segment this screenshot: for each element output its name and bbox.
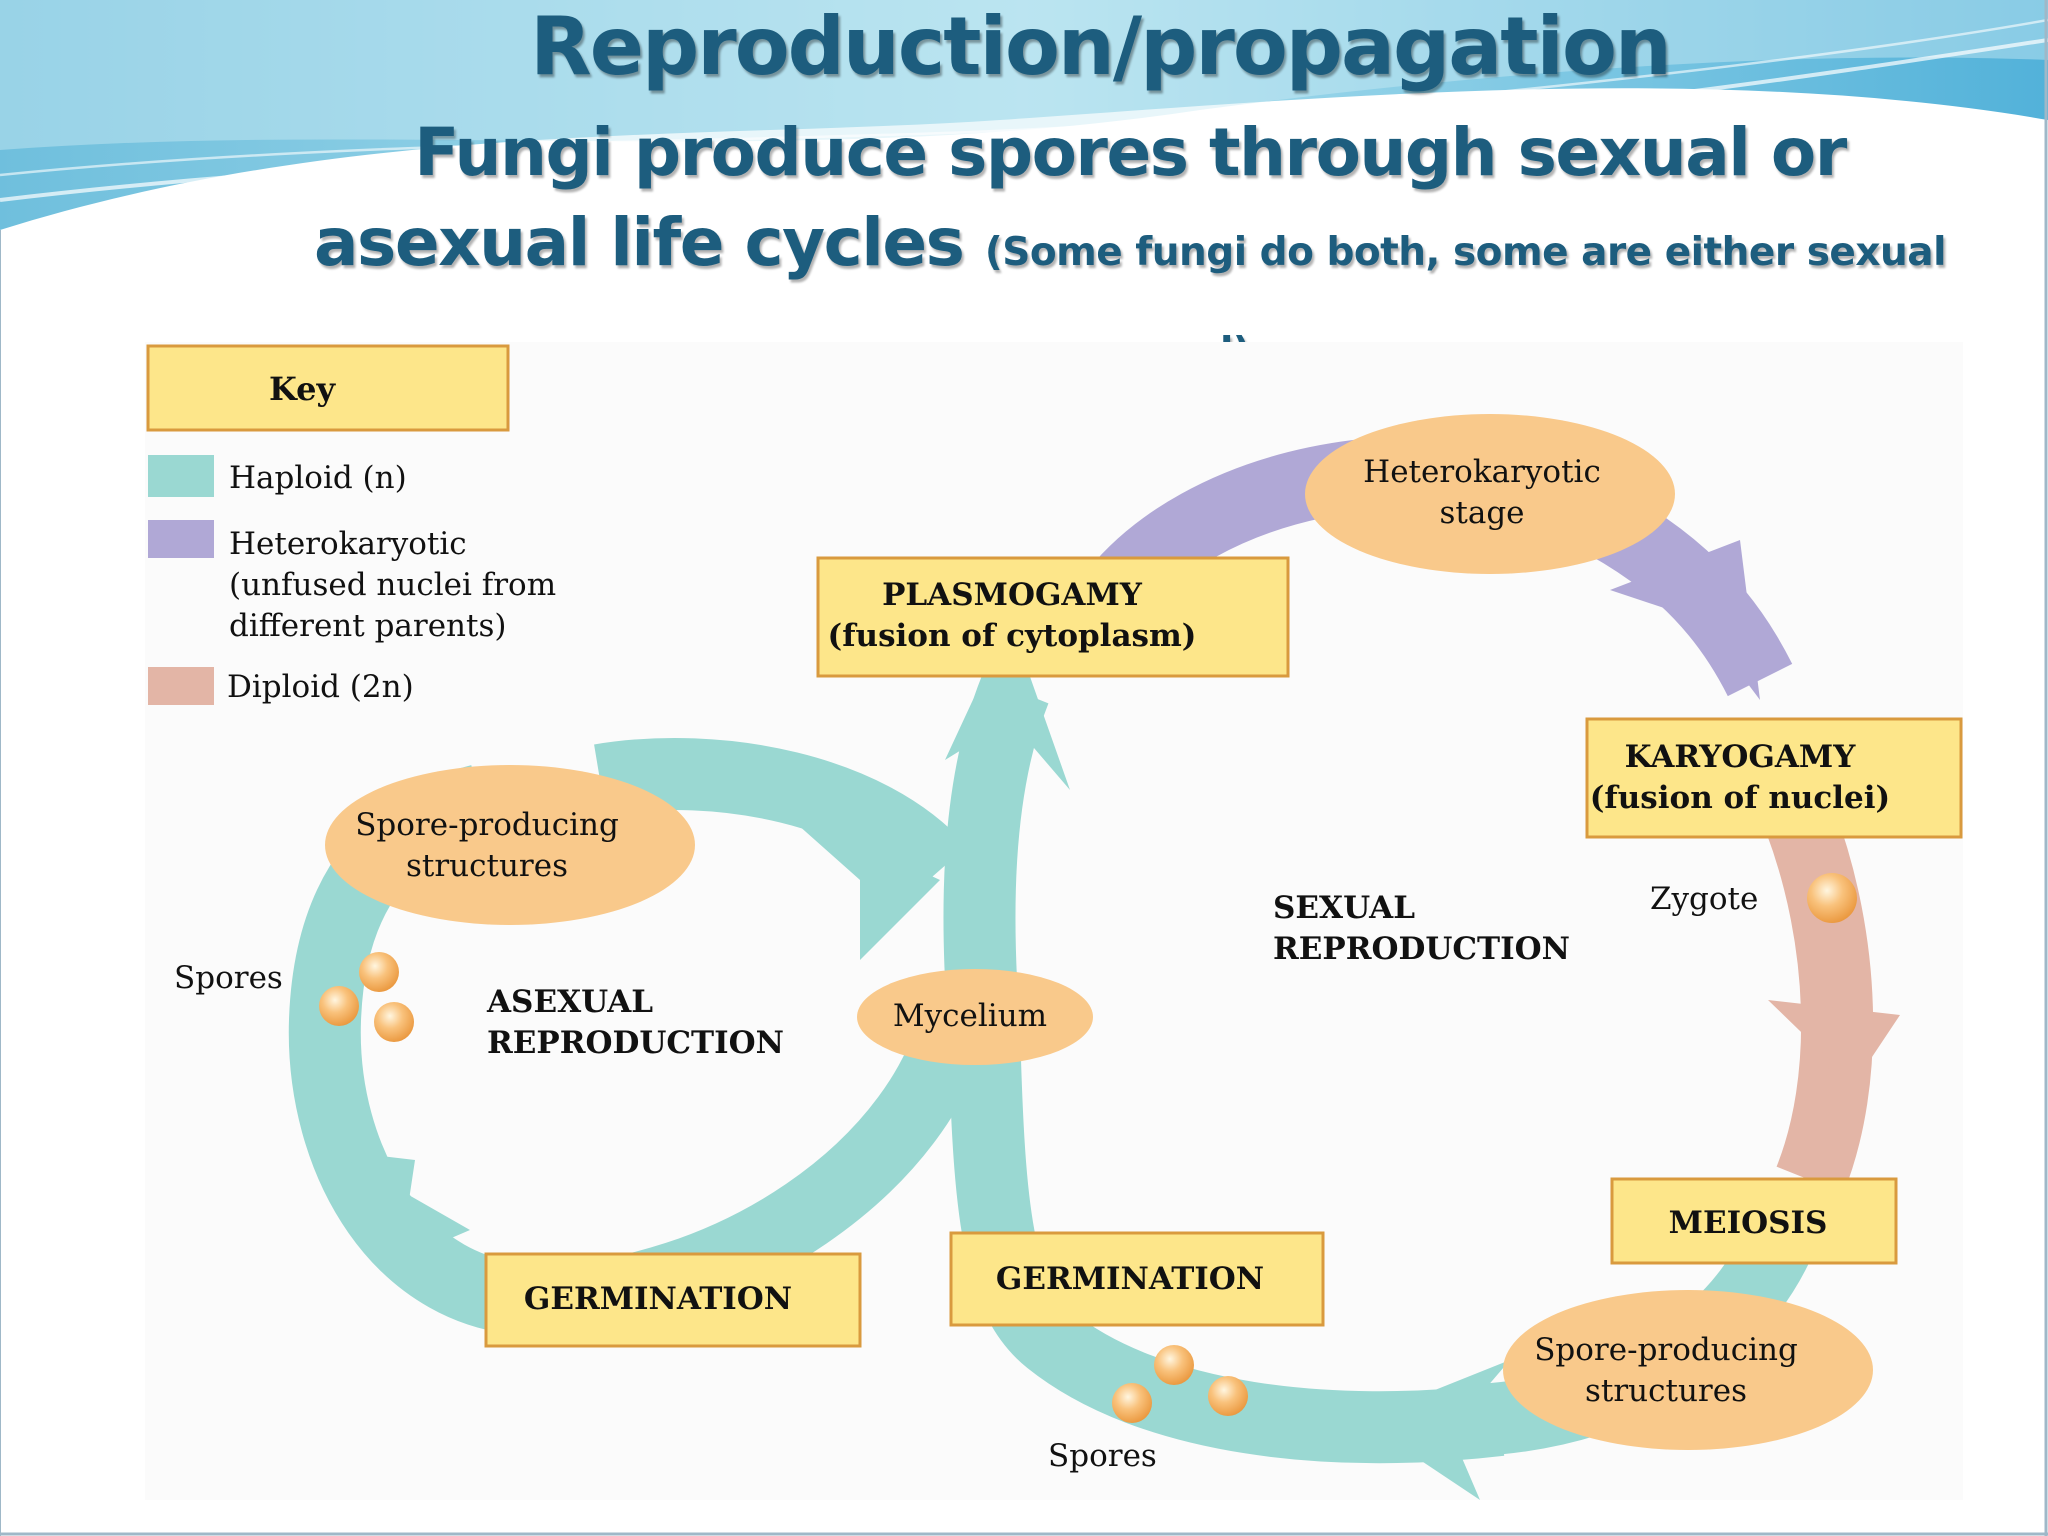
- mycelium-label: Mycelium: [893, 998, 1047, 1034]
- haploid-band-bottom: [949, 1058, 1505, 1464]
- zygote-spore: [1807, 873, 1857, 923]
- heterokaryotic-arrowhead: [1610, 540, 1760, 700]
- spore-left-3: [374, 1002, 414, 1042]
- bottom-arrowhead: [1360, 1360, 1510, 1500]
- spore-bottom-2: [1112, 1383, 1152, 1423]
- legend-label-haploid: Haploid (n): [229, 460, 407, 496]
- legend-label-diploid: Diploid (2n): [227, 669, 414, 705]
- karyogamy-box: [1585, 717, 1963, 839]
- germination-left-box: [484, 1252, 862, 1348]
- diploid-band-right: [1766, 807, 1874, 1194]
- plasmogamy-label: PLASMOGAMY: [882, 577, 1143, 613]
- asexual-arrowhead-left: [330, 1150, 470, 1260]
- spore-bottom-3: [1208, 1376, 1248, 1416]
- spore-bottom-1: [1154, 1345, 1194, 1385]
- spore-structures-left-ellipse: [325, 765, 695, 925]
- zygote-label: Zygote: [1650, 881, 1758, 917]
- meiosis-label: MEIOSIS: [1669, 1205, 1828, 1241]
- karyogamy-label: KARYOGAMY: [1625, 739, 1857, 775]
- slide-title: Reproduction/propagation: [530, 0, 1672, 93]
- legend-title: Key: [269, 370, 336, 408]
- germination-right-box: [949, 1231, 1325, 1327]
- plasmogamy-box: [816, 556, 1290, 678]
- slide-subtitle: Fungi produce spores through sexual or a…: [300, 108, 1960, 398]
- spore-left-1: [359, 952, 399, 992]
- plasmogamy-arrowhead: [945, 620, 1070, 790]
- legend-swatch-haploid: [148, 455, 214, 497]
- heterokaryotic-stage-ellipse: [1305, 414, 1675, 574]
- asexual-arrowhead-top: [770, 800, 940, 960]
- mycelium-ellipse: [857, 969, 1093, 1065]
- diploid-arrowhead: [1768, 1000, 1900, 1150]
- meiosis-box: [1610, 1177, 1898, 1265]
- asexual-band-top: [594, 738, 968, 895]
- legend-title-box: [146, 344, 510, 432]
- legend-swatch-diploid: [148, 667, 214, 705]
- spore-structures-right-ellipse: [1503, 1290, 1873, 1450]
- spores-left-label: Spores: [174, 960, 283, 996]
- legend-swatch-heterokaryotic: [148, 520, 214, 558]
- plasmogamy-note: (fusion of cytoplasm): [828, 618, 1197, 654]
- spores-bottom-label: Spores: [1048, 1438, 1157, 1474]
- karyogamy-note: (fusion of nuclei): [1590, 780, 1890, 816]
- germination-right-label: GERMINATION: [996, 1261, 1264, 1297]
- legend: Key Haploid (n) Heterokaryotic(unfused n…: [146, 344, 556, 705]
- subtitle-main: Fungi produce spores through sexual or a…: [314, 114, 1847, 281]
- spore-left-2: [319, 986, 359, 1026]
- germination-left-label: GERMINATION: [524, 1281, 792, 1317]
